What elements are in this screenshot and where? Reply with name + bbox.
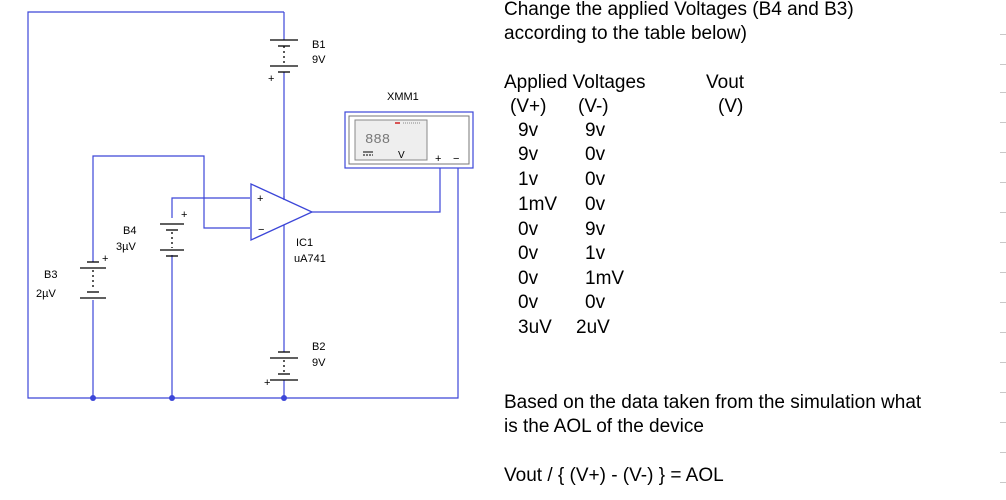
row-7-vplus: 0v	[518, 292, 539, 313]
b4-plus-sign: +	[181, 209, 187, 221]
opamp-minus-sign: −	[258, 224, 264, 236]
multimeter-xmm1[interactable]	[344, 111, 474, 169]
row-8-vplus: 3uV	[518, 317, 552, 338]
table-sub-vplus: (V+)	[510, 96, 547, 117]
multimeter-display: 888	[365, 132, 390, 148]
row-5-vminus: 1v	[585, 243, 606, 264]
battery-b4[interactable]	[160, 223, 184, 257]
ic1-label: IC1	[296, 237, 313, 249]
b1-plus-sign: +	[268, 73, 274, 85]
multimeter-label: XMM1	[387, 91, 419, 103]
row-2-vplus: 1v	[518, 169, 539, 190]
row-4-vplus: 0v	[518, 219, 539, 240]
table-header-vout: Vout	[706, 72, 745, 93]
multimeter-unit: V	[398, 150, 405, 161]
row-4-vminus: 9v	[585, 219, 606, 240]
row-6-vplus: 0v	[518, 268, 539, 289]
wires	[27, 11, 459, 399]
instruction-line-1: Change the applied Voltages (B4 and B3)	[504, 0, 854, 20]
row-3-vplus: 1mV	[518, 194, 558, 215]
b1-label: B1	[312, 39, 325, 51]
b3-label: B3	[44, 269, 57, 281]
b2-label: B2	[312, 341, 325, 353]
row-2-vminus: 0v	[585, 169, 606, 190]
b2-voltage: 9V	[312, 357, 326, 369]
row-5-vplus: 0v	[518, 243, 539, 264]
battery-b1[interactable]	[270, 39, 298, 73]
opamp-ic1[interactable]	[250, 182, 314, 242]
row-7-vminus: 0v	[585, 292, 606, 313]
row-3-vminus: 0v	[585, 194, 606, 215]
row-0-vplus: 9v	[518, 120, 539, 141]
table-sub-vminus: (V-)	[578, 96, 609, 117]
instruction-line-2: according to the table below)	[504, 23, 747, 44]
junction-dots	[90, 395, 287, 401]
question-line-1: Based on the data taken from the simulat…	[504, 392, 922, 413]
row-1-vminus: 0v	[585, 144, 606, 165]
battery-b2[interactable]	[270, 351, 298, 381]
b1-voltage: 9V	[312, 54, 326, 66]
multimeter-minus-terminal[interactable]: −	[453, 153, 459, 165]
right-edge-ruler	[1000, 0, 1006, 500]
row-8-vminus: 2uV	[576, 317, 610, 338]
b3-plus-sign: +	[102, 253, 108, 265]
circuit-schematic: + B1 9V + B2 9V + B3 2µV + B4 3µV + − IC…	[27, 11, 474, 401]
opamp-plus-sign: +	[257, 193, 263, 205]
b3-voltage: 2µV	[36, 288, 56, 300]
ic1-part: uA741	[294, 253, 326, 265]
b4-label: B4	[123, 225, 136, 237]
table-sub-vout: (V)	[718, 96, 744, 117]
aol-formula: Vout / { (V+) - (V-) } = AOL	[504, 465, 724, 486]
b4-voltage: 3µV	[116, 241, 136, 253]
battery-b3[interactable]	[80, 261, 106, 299]
row-1-vplus: 9v	[518, 144, 539, 165]
table-header-applied: Applied Voltages	[504, 72, 646, 93]
question-line-2: is the AOL of the device	[504, 416, 704, 437]
multimeter-plus-terminal[interactable]: +	[435, 153, 441, 165]
row-6-vminus: 1mV	[585, 268, 625, 289]
b2-plus-sign: +	[264, 377, 270, 389]
row-0-vminus: 9v	[585, 120, 606, 141]
